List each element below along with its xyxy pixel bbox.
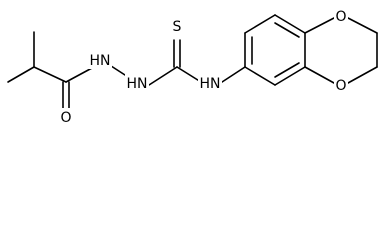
- thiocarbonyl-sulfur-label: S: [173, 19, 182, 35]
- bond-nh-ring: [218, 66, 246, 85]
- bond-thiocarbonyl-nh: [176, 66, 202, 83]
- thiocarbonyl-sulfur-bg: [170, 17, 184, 35]
- bond-ring-3-inner: [274, 22, 300, 38]
- bond-nh-thiocarbonyl: [148, 66, 178, 86]
- hydrazine-nh-bg: [125, 74, 149, 92]
- bond-isopropyl-carbonyl: [33, 66, 67, 83]
- hydrazide-nh-bg: [88, 51, 112, 69]
- bond-ring-o-bottom: [304, 66, 335, 84]
- bond-ring-3: [274, 14, 306, 34]
- hydrazine-nh-label: HN: [127, 76, 148, 92]
- chemical-structure: O HN HN S HN O O: [7, 7, 378, 126]
- thioamide-nh-label: HN: [200, 76, 221, 92]
- ring-oxygen-bottom-bg: [334, 76, 348, 94]
- bond-ring-5: [274, 66, 306, 86]
- bond-carbonyl-nh: [65, 67, 93, 83]
- bond-ring-2: [244, 14, 276, 34]
- carbonyl-oxygen-bg: [59, 108, 73, 126]
- thioamide-nh-bg: [198, 74, 222, 92]
- hydrazide-nh-label: HN: [90, 53, 111, 69]
- bond-o-ch2-top: [347, 17, 378, 34]
- ring-oxygen-top-bg: [334, 7, 348, 25]
- bond-ring-o-top: [304, 17, 335, 34]
- bond-methyl-left: [7, 66, 35, 83]
- bond-ch2-o-bottom: [347, 66, 378, 84]
- bond-ring-5-inner: [274, 62, 300, 78]
- ring-oxygen-top-label: O: [335, 9, 346, 25]
- carbonyl-oxygen-label: O: [60, 110, 71, 126]
- ring-oxygen-bottom-label: O: [335, 78, 346, 94]
- bond-ring-6: [244, 66, 276, 86]
